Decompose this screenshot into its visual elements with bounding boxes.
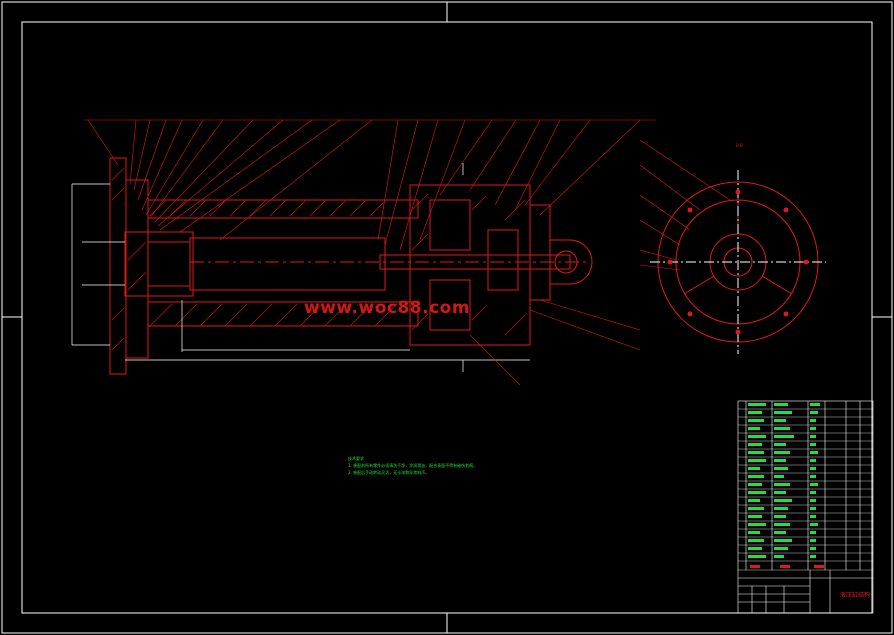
section-label: B-B	[736, 143, 743, 148]
watermark-text: www.woc88.com	[304, 298, 471, 318]
parts-list-table	[737, 400, 874, 614]
title-block-name: 液压缸结构	[840, 592, 871, 599]
parts-list-entries	[748, 403, 820, 558]
end-cap	[529, 204, 551, 301]
flange-hub	[125, 179, 149, 359]
title-block-fills	[750, 565, 824, 568]
flange-plate	[109, 157, 127, 375]
notes-line-1: 1. 装配前所有零件必须清洗干净，涂润滑油，配合表面不得有碰伤划痕。	[348, 463, 478, 468]
bearing-bottom	[429, 279, 471, 331]
dimension-lines	[71, 163, 530, 372]
side-view-b-b	[650, 170, 826, 354]
leader-lines	[87, 119, 641, 386]
rod-eye	[550, 239, 593, 285]
bearing-right	[487, 229, 519, 291]
parts-list-rows	[738, 408, 873, 571]
hatching	[111, 167, 526, 351]
piston-end	[124, 231, 194, 297]
cylinder-wall-top	[147, 199, 419, 219]
main-section-view	[109, 157, 593, 375]
rod-eye-hole	[554, 250, 578, 274]
bearing-top	[429, 199, 471, 251]
title-block	[738, 570, 873, 613]
side-view-bolt-holes	[667, 189, 809, 335]
rod-chamber	[189, 237, 386, 291]
piston-core	[147, 241, 191, 287]
side-view-leaders	[639, 139, 731, 271]
notes-line-2: 2. 装配后手动转动灵活，无卡滞和异常响声。	[348, 470, 430, 475]
notes-heading: 技术要求	[348, 456, 364, 461]
technical-notes: 技术要求 1. 装配前所有零件必须清洗干净，涂润滑油，配合表面不得有碰伤划痕。 …	[348, 455, 477, 476]
cylinder-wall-bottom	[147, 301, 419, 327]
piston-rod	[379, 254, 571, 270]
